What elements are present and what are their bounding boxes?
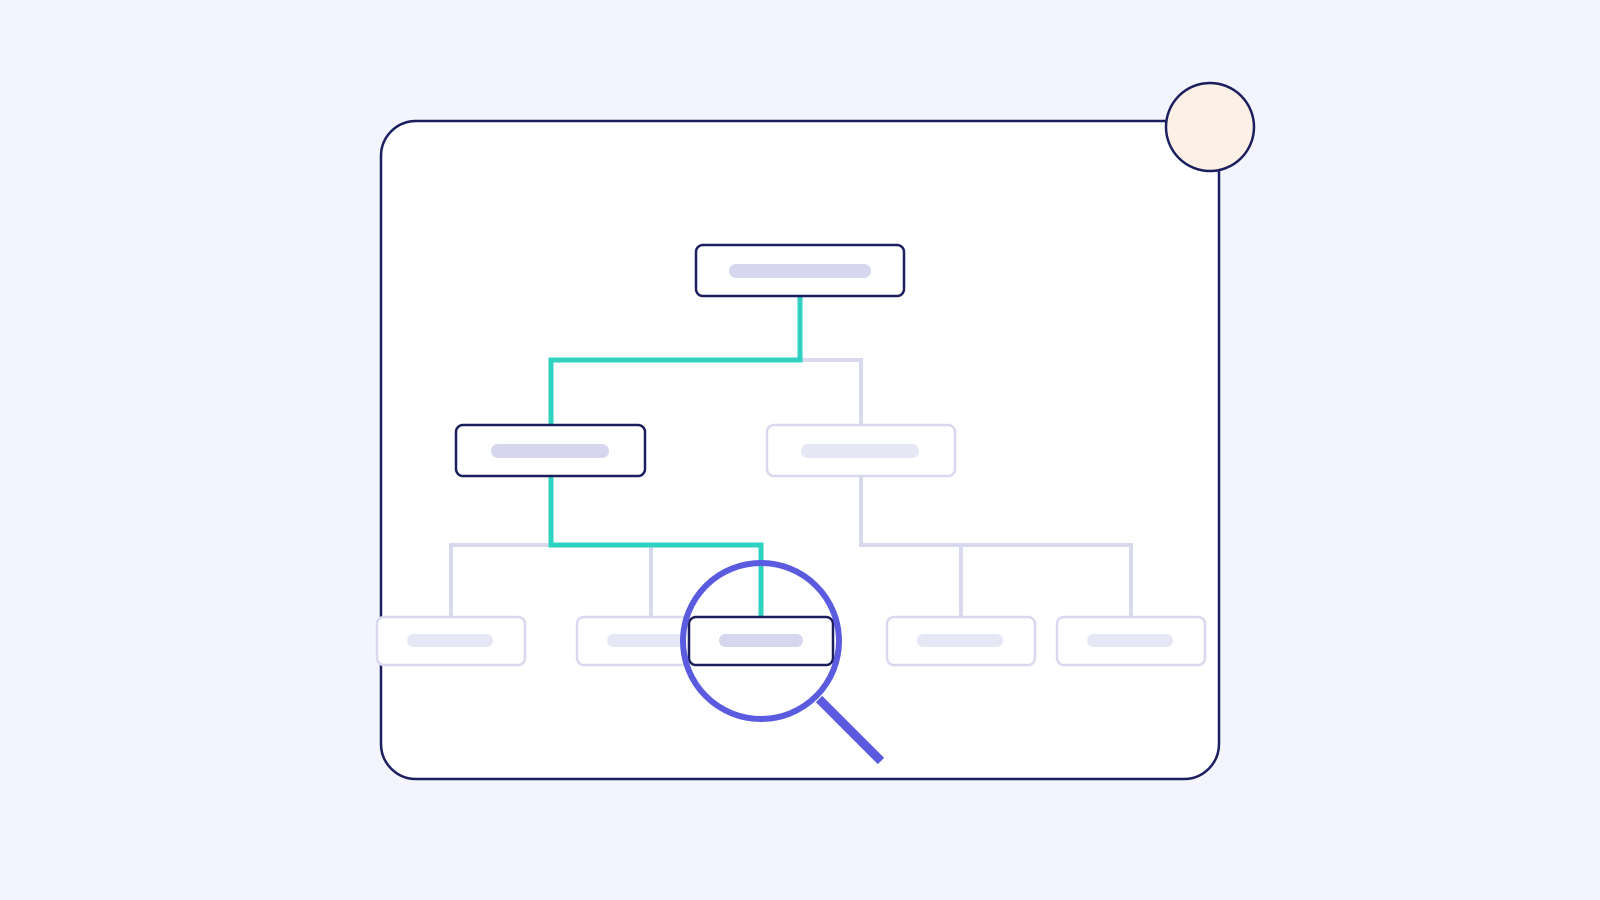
level1-node-left — [454, 423, 647, 478]
node-label-placeholder — [491, 444, 609, 458]
node-label-placeholder — [1087, 634, 1173, 647]
node-label-placeholder — [407, 634, 493, 647]
level2-node-3-target — [687, 615, 835, 667]
root-node — [694, 243, 906, 298]
muted-connectors — [449, 358, 1133, 618]
node-label-placeholder — [917, 634, 1003, 647]
level2-node-4 — [885, 615, 1037, 667]
node-label-placeholder — [607, 634, 693, 647]
node-label-placeholder — [729, 264, 871, 278]
level1-node-right — [765, 423, 957, 478]
node-label-placeholder — [719, 634, 803, 647]
magnifying-glass-icon — [680, 560, 885, 765]
path-root-to-left — [548, 294, 803, 428]
node-label-placeholder — [801, 444, 919, 458]
connector-root-to-right — [798, 358, 863, 427]
level2-node-5 — [1055, 615, 1207, 667]
corner-badge-circle — [1164, 81, 1256, 173]
level2-node-1 — [375, 615, 527, 667]
